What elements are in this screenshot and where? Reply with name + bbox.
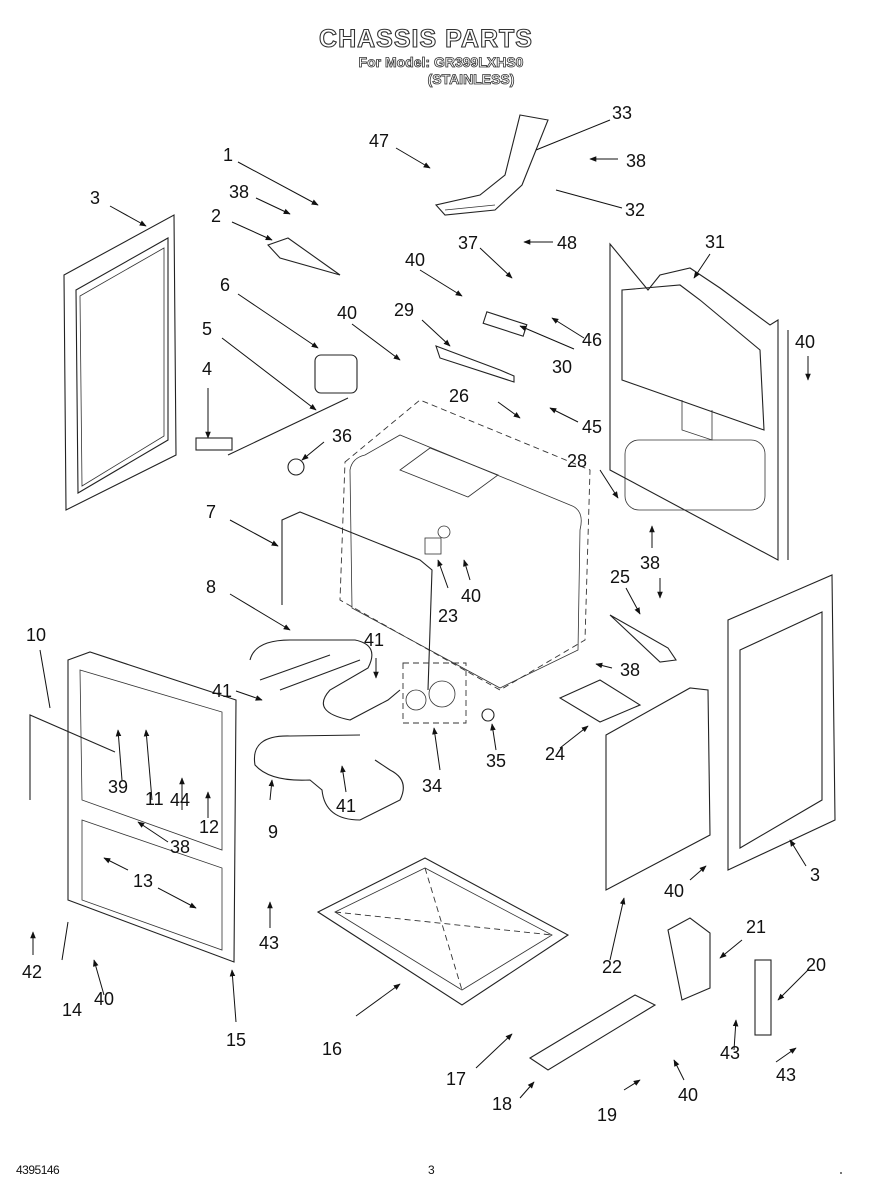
callout-39: 39 bbox=[108, 777, 129, 797]
callout-16: 16 bbox=[322, 1039, 343, 1059]
callout-20: 20 bbox=[806, 955, 827, 975]
vent-duct bbox=[434, 114, 549, 216]
oven-cavity bbox=[339, 399, 591, 691]
document-number: 4395146 bbox=[16, 1163, 60, 1177]
callout-15: 15 bbox=[226, 1030, 247, 1050]
callout-21: 21 bbox=[746, 917, 767, 937]
callout-33: 33 bbox=[612, 103, 633, 123]
callout-17: 17 bbox=[446, 1069, 467, 1089]
callout-45: 45 bbox=[582, 417, 603, 437]
callout-24: 24 bbox=[545, 744, 566, 764]
callout-37: 37 bbox=[458, 233, 479, 253]
callout-8: 8 bbox=[206, 577, 217, 597]
callout-30: 30 bbox=[552, 357, 573, 377]
diagram-header: CHASSIS PARTS For Model: GR399LXHS0 (STA… bbox=[296, 24, 556, 88]
callout-32: 32 bbox=[625, 200, 646, 220]
mounting-bracket bbox=[267, 237, 341, 276]
callout-38-rear: 38 bbox=[640, 553, 661, 573]
callout-29: 29 bbox=[394, 300, 415, 320]
anti-tip-strap bbox=[754, 959, 772, 1036]
callout-11: 11 bbox=[145, 789, 164, 809]
callout-18: 18 bbox=[492, 1094, 513, 1114]
callout-1: 1 bbox=[223, 145, 234, 165]
callout-41-bottom: 41 bbox=[336, 796, 357, 816]
leader-lines bbox=[30, 119, 811, 1099]
callout-3-right: 3 bbox=[810, 865, 821, 885]
lamp-socket bbox=[428, 680, 456, 708]
leveling-rail bbox=[528, 994, 657, 1071]
broil-element bbox=[253, 734, 404, 821]
callout-40-switch: 40 bbox=[337, 303, 358, 323]
bake-element bbox=[249, 639, 401, 721]
callout-41-top: 41 bbox=[364, 630, 385, 650]
callout-4: 4 bbox=[202, 359, 213, 379]
callout-13: 13 bbox=[133, 871, 154, 891]
rear-panel bbox=[609, 242, 789, 561]
callout-40-cavity: 40 bbox=[461, 586, 482, 606]
lower-rear-panel bbox=[605, 687, 711, 891]
callout-22: 22 bbox=[602, 957, 623, 977]
lamp-lens bbox=[405, 689, 427, 711]
page-number: 3 bbox=[428, 1163, 435, 1177]
callout-12: 12 bbox=[199, 817, 220, 837]
front-frame bbox=[67, 651, 237, 963]
bottom-tray bbox=[316, 857, 570, 1006]
callout-38-frame: 38 bbox=[170, 837, 191, 857]
callout-26: 26 bbox=[449, 386, 470, 406]
callout-34: 34 bbox=[422, 776, 443, 796]
callout-40-lower-panel: 40 bbox=[664, 881, 685, 901]
callout-31: 31 bbox=[705, 232, 726, 252]
callout-35: 35 bbox=[486, 751, 507, 771]
callout-47: 47 bbox=[369, 131, 390, 151]
rod bbox=[227, 397, 349, 456]
callout-36: 36 bbox=[332, 426, 353, 446]
callout-23: 23 bbox=[438, 606, 459, 626]
callout-40-terminal: 40 bbox=[405, 250, 426, 270]
callout-40-rear-panel: 40 bbox=[795, 332, 816, 352]
callout-41-left: 41 bbox=[212, 681, 233, 701]
leveling-leg-bracket bbox=[667, 917, 711, 1001]
terminal-bracket bbox=[435, 345, 515, 383]
callout-6: 6 bbox=[220, 275, 231, 295]
callout-48: 48 bbox=[557, 233, 578, 253]
callout-40-front: 40 bbox=[94, 989, 115, 1009]
support-bracket bbox=[609, 614, 677, 663]
gasket-wire bbox=[281, 511, 433, 691]
diagram-title: CHASSIS PARTS bbox=[318, 24, 533, 53]
callout-38-top-right: 38 bbox=[626, 151, 647, 171]
side-panel-right bbox=[727, 574, 836, 871]
callout-28: 28 bbox=[567, 451, 588, 471]
frame-wire bbox=[29, 714, 116, 800]
scan-mark bbox=[840, 1172, 842, 1174]
callout-7: 7 bbox=[206, 502, 217, 522]
callout-25: 25 bbox=[610, 567, 631, 587]
callout-14: 14 bbox=[62, 1000, 83, 1020]
callout-46: 46 bbox=[582, 330, 603, 350]
switch-assembly bbox=[314, 354, 358, 394]
model-number: For Model: GR399LXHS0 bbox=[358, 54, 524, 71]
callout-43-frame: 43 bbox=[259, 933, 280, 953]
side-panel-left bbox=[63, 214, 177, 511]
callout-43-strap: 43 bbox=[776, 1065, 797, 1085]
callout-40-rail: 40 bbox=[678, 1085, 699, 1105]
callout-43-bracket: 43 bbox=[720, 1043, 741, 1063]
finish-label: (STAINLESS) bbox=[427, 71, 515, 88]
light-bulb bbox=[481, 708, 495, 722]
plug-button bbox=[287, 458, 305, 476]
callout-3-left: 3 bbox=[90, 188, 101, 208]
mounting-plate bbox=[558, 679, 642, 723]
callout-38-plate: 38 bbox=[620, 660, 641, 680]
callout-10: 10 bbox=[26, 625, 47, 645]
callout-5: 5 bbox=[202, 319, 213, 339]
callout-2: 2 bbox=[211, 206, 222, 226]
callout-42: 42 bbox=[22, 962, 43, 982]
terminal-block bbox=[482, 311, 528, 337]
callout-19: 19 bbox=[597, 1105, 618, 1125]
callout-9: 9 bbox=[268, 822, 279, 842]
lamp-assembly-box bbox=[402, 662, 467, 724]
callout-38-top-left: 38 bbox=[229, 182, 250, 202]
hinge-receiver bbox=[195, 437, 233, 451]
callout-44: 44 bbox=[170, 790, 191, 810]
